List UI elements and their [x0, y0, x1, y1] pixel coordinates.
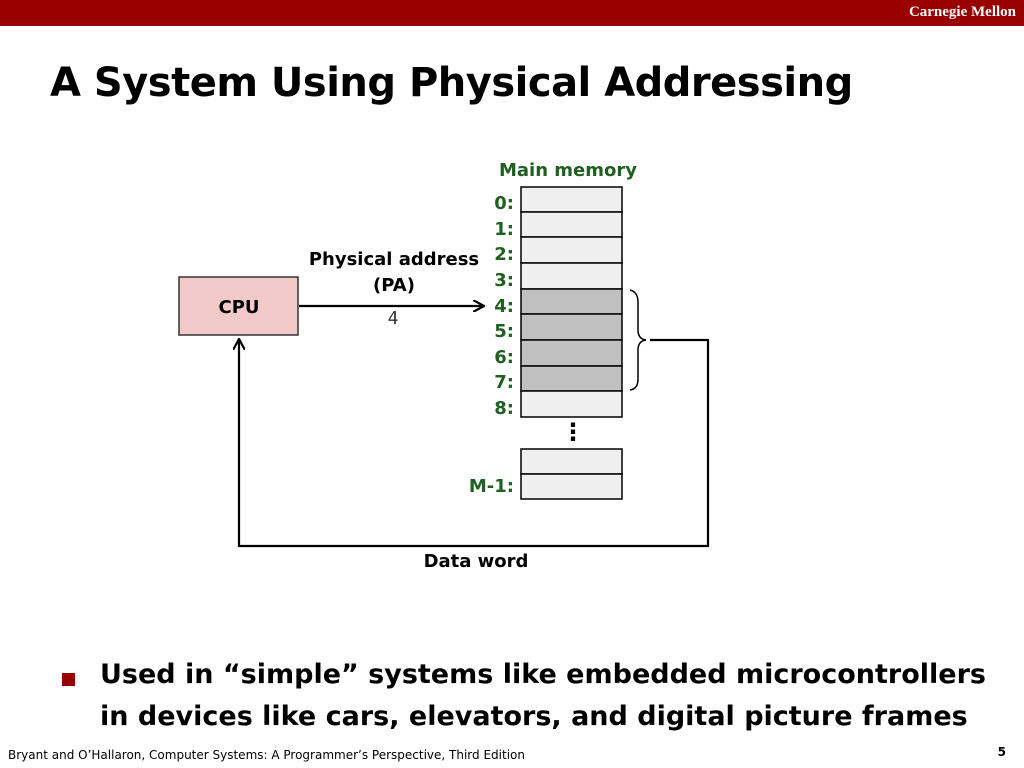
data-return-arrow [239, 340, 710, 548]
memory-cell-2 [520, 236, 623, 264]
memory-ellipsis: ⋮ [561, 418, 585, 446]
memory-cell-4 [520, 288, 623, 315]
bullet-marker [62, 673, 75, 686]
address-label: 0: [494, 193, 514, 214]
memory-cell-0 [520, 186, 623, 213]
address-label: 1: [494, 219, 514, 240]
data-word-label: Data word [424, 551, 529, 572]
address-labels: 0: 1: 2: 3: 4: 5: 6: 7: 8: M-1: [469, 193, 514, 497]
memory-cells [520, 186, 623, 500]
main-memory-label: Main memory [499, 160, 637, 181]
pa-label-line1: Physical address [309, 249, 479, 270]
address-label: 4: [494, 296, 514, 317]
address-label: 5: [494, 321, 514, 342]
bullet-text: Used in “simple” systems like embedded m… [100, 659, 986, 732]
footer-citation: Bryant and O’Hallaron, Computer Systems:… [8, 748, 525, 762]
memory-cell-m-1 [520, 473, 623, 500]
address-label-last: M-1: [469, 476, 514, 497]
address-label: 2: [494, 244, 514, 265]
address-label: 6: [494, 347, 514, 368]
page-number: 5 [997, 745, 1006, 759]
brand-label: Carnegie Mellon [908, 4, 1016, 20]
memory-cell-6 [520, 339, 623, 367]
memory-cell-7 [520, 365, 623, 392]
memory-cell-8 [520, 390, 623, 418]
cpu-box [178, 276, 299, 336]
pa-value: 4 [388, 308, 399, 329]
top-bar: Carnegie Mellon [0, 0, 1024, 26]
memory-cell-1 [520, 211, 623, 238]
data-word-brace [629, 289, 647, 391]
address-label: 8: [494, 398, 514, 419]
memory-cell-5 [520, 313, 623, 341]
pa-label-line2: (PA) [373, 275, 415, 296]
address-label: 3: [494, 270, 514, 291]
address-label: 7: [494, 372, 514, 393]
slide-title: A System Using Physical Addressing [50, 60, 853, 106]
memory-cell-m-2 [520, 448, 623, 475]
cpu-label: CPU [218, 297, 259, 318]
memory-cell-3 [520, 262, 623, 290]
